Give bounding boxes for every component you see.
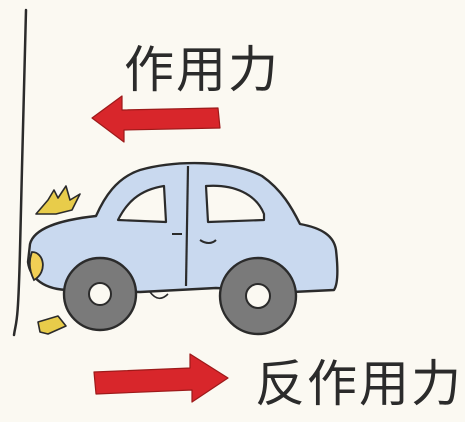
car-door-handle <box>199 239 217 244</box>
car-door-line <box>184 165 190 287</box>
motion-mark <box>149 291 169 300</box>
rear-wheel <box>218 256 298 336</box>
impact-spark-icon <box>35 185 81 215</box>
car-headlight <box>28 251 44 282</box>
arrow-right-icon <box>93 353 229 403</box>
car-icon <box>26 161 339 336</box>
car-window-front <box>116 184 168 224</box>
reaction-force-label: 反作用力 <box>255 355 463 413</box>
front-wheel <box>62 256 138 332</box>
car-window-rear <box>204 184 266 224</box>
arrow-left-icon <box>91 95 221 143</box>
wall-line <box>12 8 28 337</box>
action-force-label: 作用力 <box>124 41 280 99</box>
impact-spark-icon <box>37 315 67 335</box>
